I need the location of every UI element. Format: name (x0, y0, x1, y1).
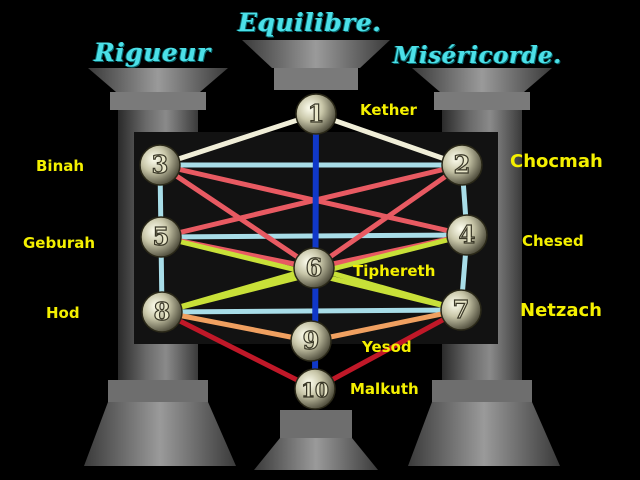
sephirah-number-5: 5 (153, 222, 170, 251)
sephirah-number-10: 10 (301, 378, 329, 402)
path-9-7 (308, 307, 464, 344)
sephirah-6: 6 (293, 247, 335, 289)
label-binah: Binah (36, 157, 85, 175)
sephirah-number-7: 7 (453, 295, 470, 324)
sephirah-number-3: 3 (152, 150, 169, 179)
sephirah-8: 8 (141, 291, 183, 333)
title-rigueur: Rigueur (94, 38, 211, 67)
sephirah-3: 3 (139, 144, 181, 186)
sephirah-2: 2 (441, 144, 483, 186)
sephirah-5: 5 (140, 216, 182, 258)
label-geburah: Geburah (23, 234, 96, 252)
path-8-10 (159, 309, 318, 392)
sephirah-number-2: 2 (454, 150, 471, 179)
sephirah-4: 4 (446, 214, 488, 256)
sephirah-number-6: 6 (306, 253, 323, 282)
path-8-7 (159, 307, 464, 315)
path-8-9 (159, 309, 314, 344)
label-chocmah: Chocmah (510, 151, 603, 172)
path-1-2 (313, 111, 465, 168)
path-6-7 (311, 265, 464, 313)
sephirah-number-9: 9 (303, 326, 320, 355)
sephirah-7: 7 (440, 289, 482, 331)
path-8-6 (159, 265, 317, 315)
sephirah-10: 10 (294, 368, 336, 410)
label-tiphereth: Tiphereth (353, 262, 436, 280)
sephirah-1: 1 (295, 93, 337, 135)
label-malkuth: Malkuth (350, 380, 419, 398)
label-chesed: Chesed (522, 232, 584, 250)
spheres: 1 2 3 4 5 6 7 8 9 10 (139, 93, 488, 410)
label-kether: Kether (360, 101, 417, 119)
sephirah-number-8: 8 (154, 297, 171, 326)
path-10-7 (312, 307, 464, 392)
title-equilibre: Equilibre. (238, 8, 382, 37)
sephirah-number-1: 1 (308, 99, 325, 128)
title-misericorde: Miséricorde. (393, 42, 562, 69)
sephirah-9: 9 (290, 320, 332, 362)
label-netzach: Netzach (520, 300, 602, 321)
label-yesod: Yesod (362, 338, 412, 356)
path-1-3 (157, 111, 319, 168)
path-2-5 (158, 162, 465, 240)
sephirah-number-4: 4 (459, 220, 476, 249)
label-hod: Hod (46, 304, 80, 322)
pillar-middle (242, 40, 390, 470)
